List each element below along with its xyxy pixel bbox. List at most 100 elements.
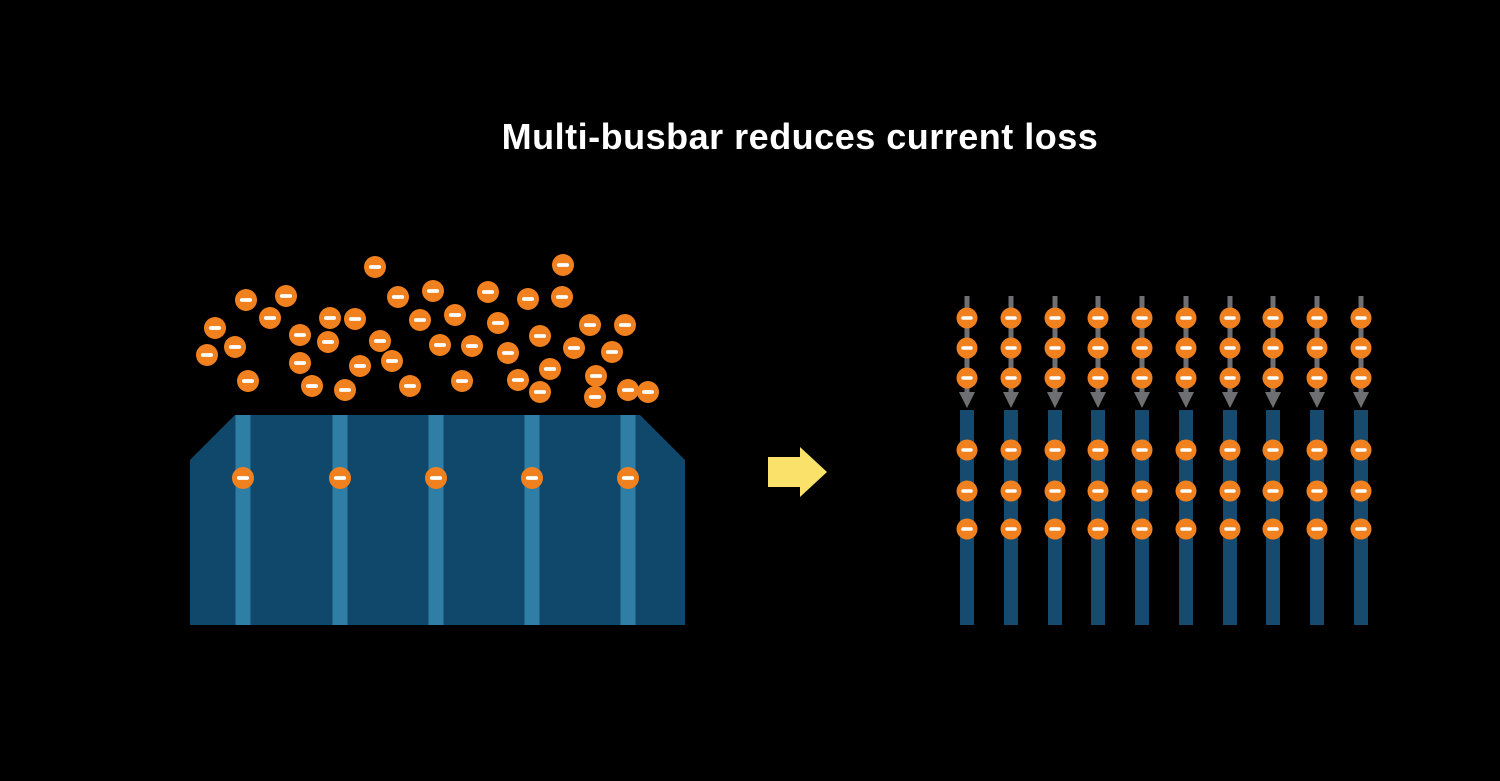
- electron-icon: [235, 289, 257, 311]
- electron-icon: [1087, 518, 1109, 540]
- electron-icon: [585, 365, 607, 387]
- electron-icon: [1262, 307, 1284, 329]
- down-arrowhead-icon: [1353, 392, 1369, 408]
- multi-busbar-bar: [1091, 410, 1105, 625]
- electron-icon: [1175, 480, 1197, 502]
- electron-icon: [552, 254, 574, 276]
- electron-icon: [1044, 518, 1066, 540]
- electron-icon: [224, 336, 246, 358]
- multi-busbar-bar: [1223, 410, 1237, 625]
- electron-icon: [275, 285, 297, 307]
- diagram-title: Multi-busbar reduces current loss: [501, 116, 1099, 157]
- busbar-column: [1175, 296, 1197, 625]
- electron-icon: [369, 330, 391, 352]
- multi-busbar-bar: [1310, 410, 1324, 625]
- electron-cloud: [196, 254, 659, 408]
- busbar-column: [1306, 296, 1328, 625]
- electron-icon: [617, 379, 639, 401]
- multi-busbar-bar: [1266, 410, 1280, 625]
- busbar-stripe: [428, 415, 444, 625]
- electron-icon: [477, 281, 499, 303]
- busbar-column: [1000, 296, 1022, 625]
- electron-icon: [344, 308, 366, 330]
- electron-icon: [956, 480, 978, 502]
- electron-icon: [1262, 337, 1284, 359]
- electron-icon: [425, 467, 447, 489]
- electron-icon: [334, 379, 356, 401]
- electron-icon: [521, 467, 543, 489]
- electron-icon: [1306, 480, 1328, 502]
- electron-icon: [1350, 367, 1372, 389]
- down-arrowhead-icon: [1178, 392, 1194, 408]
- electron-icon: [1175, 367, 1197, 389]
- electron-icon: [1131, 439, 1153, 461]
- electron-icon: [1350, 439, 1372, 461]
- busbar-stripes: [235, 415, 636, 625]
- electron-icon: [1044, 480, 1066, 502]
- electron-icon: [584, 386, 606, 408]
- electron-icon: [617, 467, 639, 489]
- electron-icon: [1350, 480, 1372, 502]
- electron-icon: [579, 314, 601, 336]
- busbar-column: [1350, 296, 1372, 625]
- electron-icon: [956, 518, 978, 540]
- electron-icon: [232, 467, 254, 489]
- electron-icon: [1087, 367, 1109, 389]
- electron-icon: [429, 334, 451, 356]
- multi-busbar-bar: [960, 410, 974, 625]
- electron-icon: [1306, 307, 1328, 329]
- electron-icon: [1219, 439, 1241, 461]
- busbar-column: [1044, 296, 1066, 625]
- electron-icon: [1131, 307, 1153, 329]
- busbar-column: [1131, 296, 1153, 625]
- down-arrowhead-icon: [1222, 392, 1238, 408]
- electron-icon: [317, 331, 339, 353]
- electron-icon: [1087, 337, 1109, 359]
- electron-icon: [956, 367, 978, 389]
- transition-right-arrow-icon: [768, 447, 827, 497]
- electron-icon: [349, 355, 371, 377]
- electron-icon: [563, 337, 585, 359]
- electron-icon: [1350, 337, 1372, 359]
- electron-icon: [259, 307, 281, 329]
- electron-icon: [196, 344, 218, 366]
- electron-icon: [1350, 307, 1372, 329]
- electron-icon: [956, 307, 978, 329]
- electron-icon: [1131, 480, 1153, 502]
- electron-icon: [399, 375, 421, 397]
- down-arrowhead-icon: [1134, 392, 1150, 408]
- electron-icon: [517, 288, 539, 310]
- down-arrowhead-icon: [1309, 392, 1325, 408]
- busbar-stripe: [332, 415, 348, 625]
- down-arrowhead-icon: [1090, 392, 1106, 408]
- electron-icon: [601, 341, 623, 363]
- electron-icon: [1131, 367, 1153, 389]
- busbar-column: [956, 296, 978, 625]
- multi-busbar-panel: [956, 296, 1372, 625]
- electron-icon: [1044, 367, 1066, 389]
- electron-icon: [1000, 439, 1022, 461]
- down-arrowhead-icon: [1047, 392, 1063, 408]
- electron-icon: [1044, 337, 1066, 359]
- electron-icon: [289, 352, 311, 374]
- electron-icon: [364, 256, 386, 278]
- electron-icon: [507, 369, 529, 391]
- electron-icon: [1175, 518, 1197, 540]
- multi-busbar-bar: [1135, 410, 1149, 625]
- electron-icon: [289, 324, 311, 346]
- down-arrowhead-icon: [1265, 392, 1281, 408]
- electron-icon: [539, 358, 561, 380]
- electron-icon: [387, 286, 409, 308]
- electron-icon: [529, 325, 551, 347]
- electron-icon: [1306, 518, 1328, 540]
- electron-icon: [551, 286, 573, 308]
- multi-busbar-bar: [1004, 410, 1018, 625]
- electron-icon: [1262, 518, 1284, 540]
- electron-icon: [1219, 480, 1241, 502]
- electron-icon: [381, 350, 403, 372]
- electron-icon: [1000, 367, 1022, 389]
- electron-icon: [204, 317, 226, 339]
- busbar-column: [1087, 296, 1109, 625]
- electron-icon: [1087, 307, 1109, 329]
- electron-icon: [1044, 439, 1066, 461]
